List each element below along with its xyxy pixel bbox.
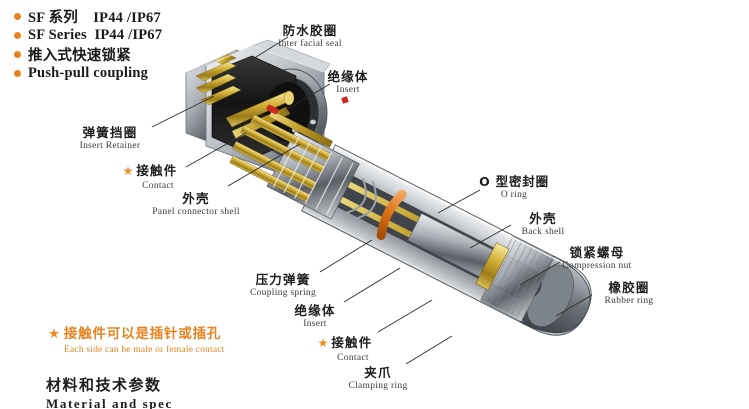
- star-icon: ★: [48, 326, 61, 342]
- callout-label-en: Panel connector shell: [152, 207, 240, 218]
- callout-label-cn: 橡胶圈: [608, 280, 650, 295]
- callout-insert-top: 绝缘体 Insert: [327, 69, 369, 97]
- callout-label-en: Inter facial seal: [278, 39, 342, 50]
- callout-label-cn: 锁紧螺母: [569, 245, 625, 260]
- callout-label-cn: 绝缘体: [294, 303, 336, 318]
- callout-label-en: Rubber ring: [604, 296, 654, 307]
- callout-label-en: Contact: [337, 353, 369, 363]
- callout-label-cn: 夹爪: [364, 365, 392, 380]
- callout-label-en: Back shell: [521, 227, 565, 238]
- callout-label-en: O ring: [500, 190, 528, 201]
- footnote-en: Each side can be male or female contact: [64, 345, 225, 355]
- header-item-1: SF Series IP44 /IP67: [14, 26, 314, 45]
- star-icon: ★: [122, 164, 134, 178]
- bullet-icon: [14, 13, 21, 20]
- callout-inter-facial-seal: 防水胶圈 Inter facial seal: [278, 23, 342, 51]
- callout-clamping-ring: 夹爪 Clamping ring: [348, 365, 408, 393]
- callout-insert-retainer: 弹簧挡圈 Insert Retainer: [79, 125, 141, 153]
- callout-back-shell: 外壳 Back shell: [521, 211, 565, 239]
- callout-label-cn: 防水胶圈: [282, 23, 338, 38]
- header-item-3: Push-pull coupling: [14, 64, 314, 83]
- footnote-cn-text: 接触件可以是插针或插孔: [63, 326, 222, 342]
- callout-label-en: Compression nut: [562, 261, 632, 272]
- header-item-2: 推入式快速锁紧: [14, 45, 314, 64]
- header-bullet-list: SF 系列 IP44 /IP67 SF Series IP44 /IP67 推入…: [14, 7, 314, 83]
- callout-label-cn: 绝缘体: [327, 69, 369, 84]
- contacts-gold-right: [229, 110, 333, 203]
- callout-label-cn: O 型密封圈: [479, 174, 549, 189]
- callout-o-ring: O 型密封圈 O ring: [479, 174, 549, 202]
- callout-label-en: Insert: [303, 319, 327, 330]
- callout-label-en: Insert: [336, 85, 360, 96]
- callout-label-cn: 压力弹簧: [255, 272, 311, 287]
- callout-label-en: Insert Retainer: [79, 141, 141, 152]
- callout-insert-bottom: 绝缘体 Insert: [294, 303, 336, 331]
- callout-coupling-spring: 压力弹簧 Coupling spring: [250, 272, 316, 300]
- footnote-cn: ★接触件可以是插针或插孔: [48, 322, 225, 342]
- callout-label-en: Contact: [142, 181, 174, 191]
- callout-contact-left: ★接触件 Contact: [123, 162, 178, 192]
- callout-label-en: Coupling spring: [250, 288, 316, 299]
- callout-label-cn: 接触件: [331, 335, 373, 350]
- callout-label-cn: 外壳: [182, 191, 210, 206]
- bottom-heading-cn: 材料和技术参数: [46, 376, 162, 394]
- header-item-label: Push-pull coupling: [28, 65, 149, 81]
- callout-rubber-ring: 橡胶圈 Rubber ring: [604, 280, 654, 308]
- callout-label-en: Clamping ring: [348, 381, 408, 392]
- callout-label-cn: 外壳: [529, 211, 557, 226]
- bottom-section-heading: 材料和技术参数 Material and spec: [46, 374, 173, 409]
- star-icon: ★: [317, 336, 329, 350]
- callout-panel-connector-shell: 外壳 Panel connector shell: [152, 191, 240, 219]
- header-item-label: SF 系列 IP44 /IP67: [28, 10, 161, 26]
- bottom-heading-en: Material and spec: [46, 396, 173, 409]
- callout-label-cn: 接触件: [136, 163, 178, 178]
- callout-contact-right: ★接触件 Contact: [318, 334, 373, 364]
- footnote-contact-note: ★接触件可以是插针或插孔 Each side can be male or fe…: [48, 322, 225, 355]
- bullet-icon: [14, 51, 21, 58]
- bullet-icon: [14, 70, 21, 77]
- callout-label-cn: 弹簧挡圈: [82, 125, 138, 140]
- header-item-0: SF 系列 IP44 /IP67: [14, 7, 314, 26]
- header-item-label: 推入式快速锁紧: [28, 48, 131, 64]
- header-item-label: SF Series IP44 /IP67: [28, 27, 163, 43]
- bullet-icon: [14, 32, 21, 39]
- callout-compression-nut: 锁紧螺母 Compression nut: [562, 245, 632, 273]
